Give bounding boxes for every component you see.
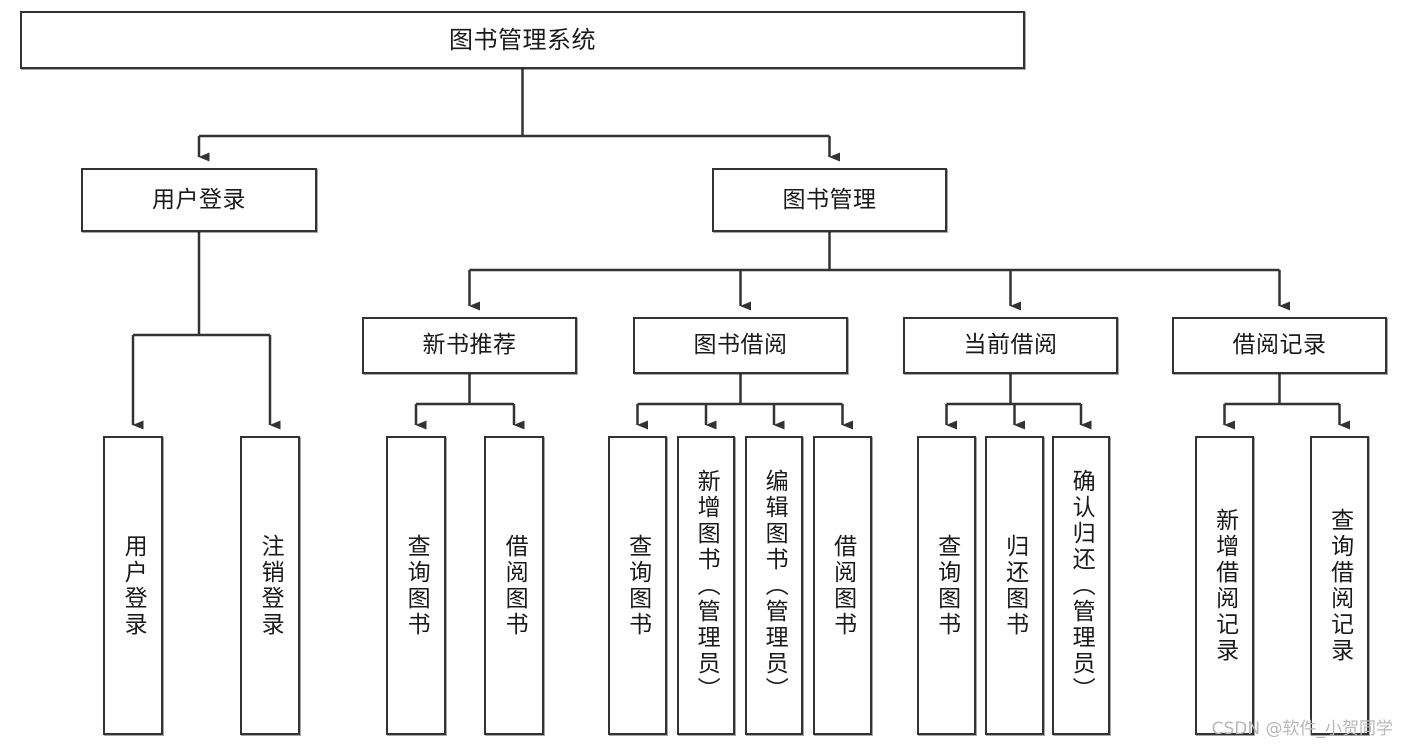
node-label: 用户登录 [152, 186, 246, 213]
node-label: 图书管理 [782, 186, 877, 213]
node-leaf-4[interactable]: 借阅图书 [484, 436, 544, 735]
node-newbook[interactable]: 新书推荐 [362, 317, 577, 374]
node-current[interactable]: 当前借阅 [903, 317, 1118, 374]
node-label: 新增图书（管理员） [693, 468, 720, 703]
node-label: 借阅图书 [501, 533, 528, 638]
node-leaf-7[interactable]: 编辑图书（管理员） [745, 436, 803, 735]
node-label: 编辑图书（管理员） [761, 468, 788, 703]
node-leaf-10[interactable]: 归还图书 [985, 436, 1044, 735]
node-leaf-8[interactable]: 借阅图书 [813, 436, 872, 735]
node-leaf-2[interactable]: 注销登录 [240, 436, 300, 735]
node-label: 确认归还（管理员） [1068, 468, 1095, 703]
node-label: 借阅图书 [829, 533, 856, 638]
node-label: 查询借阅记录 [1326, 507, 1353, 664]
node-label: 图书管理系统 [449, 26, 596, 54]
node-label: 当前借阅 [963, 332, 1058, 359]
node-login[interactable]: 用户登录 [81, 168, 317, 232]
node-label: 借阅记录 [1232, 332, 1327, 359]
node-leaf-11[interactable]: 确认归还（管理员） [1052, 436, 1110, 735]
node-label: 新增借阅记录 [1211, 507, 1238, 664]
node-leaf-1[interactable]: 用户登录 [103, 436, 163, 735]
node-leaf-6[interactable]: 新增图书（管理员） [677, 436, 735, 735]
node-leaf-5[interactable]: 查询图书 [608, 436, 667, 735]
node-label: 用户登录 [120, 533, 147, 638]
node-records[interactable]: 借阅记录 [1172, 317, 1387, 374]
node-label: 归还图书 [1001, 533, 1028, 638]
node-bookmgmt[interactable]: 图书管理 [712, 168, 947, 232]
node-borrow[interactable]: 图书借阅 [633, 317, 848, 374]
node-leaf-3[interactable]: 查询图书 [386, 436, 446, 735]
node-label: 新书推荐 [422, 332, 517, 359]
node-label: 注销登录 [257, 533, 284, 638]
watermark-text: CSDN @软件_小贺同学 [1211, 719, 1393, 739]
node-label: 查询图书 [624, 533, 651, 638]
node-label: 查询图书 [933, 533, 960, 638]
node-root[interactable]: 图书管理系统 [20, 11, 1025, 69]
node-label: 查询图书 [403, 533, 430, 638]
node-leaf-13[interactable]: 查询借阅记录 [1310, 436, 1369, 735]
node-leaf-12[interactable]: 新增借阅记录 [1195, 436, 1254, 735]
node-label: 图书借阅 [693, 332, 788, 359]
node-leaf-9[interactable]: 查询图书 [917, 436, 976, 735]
